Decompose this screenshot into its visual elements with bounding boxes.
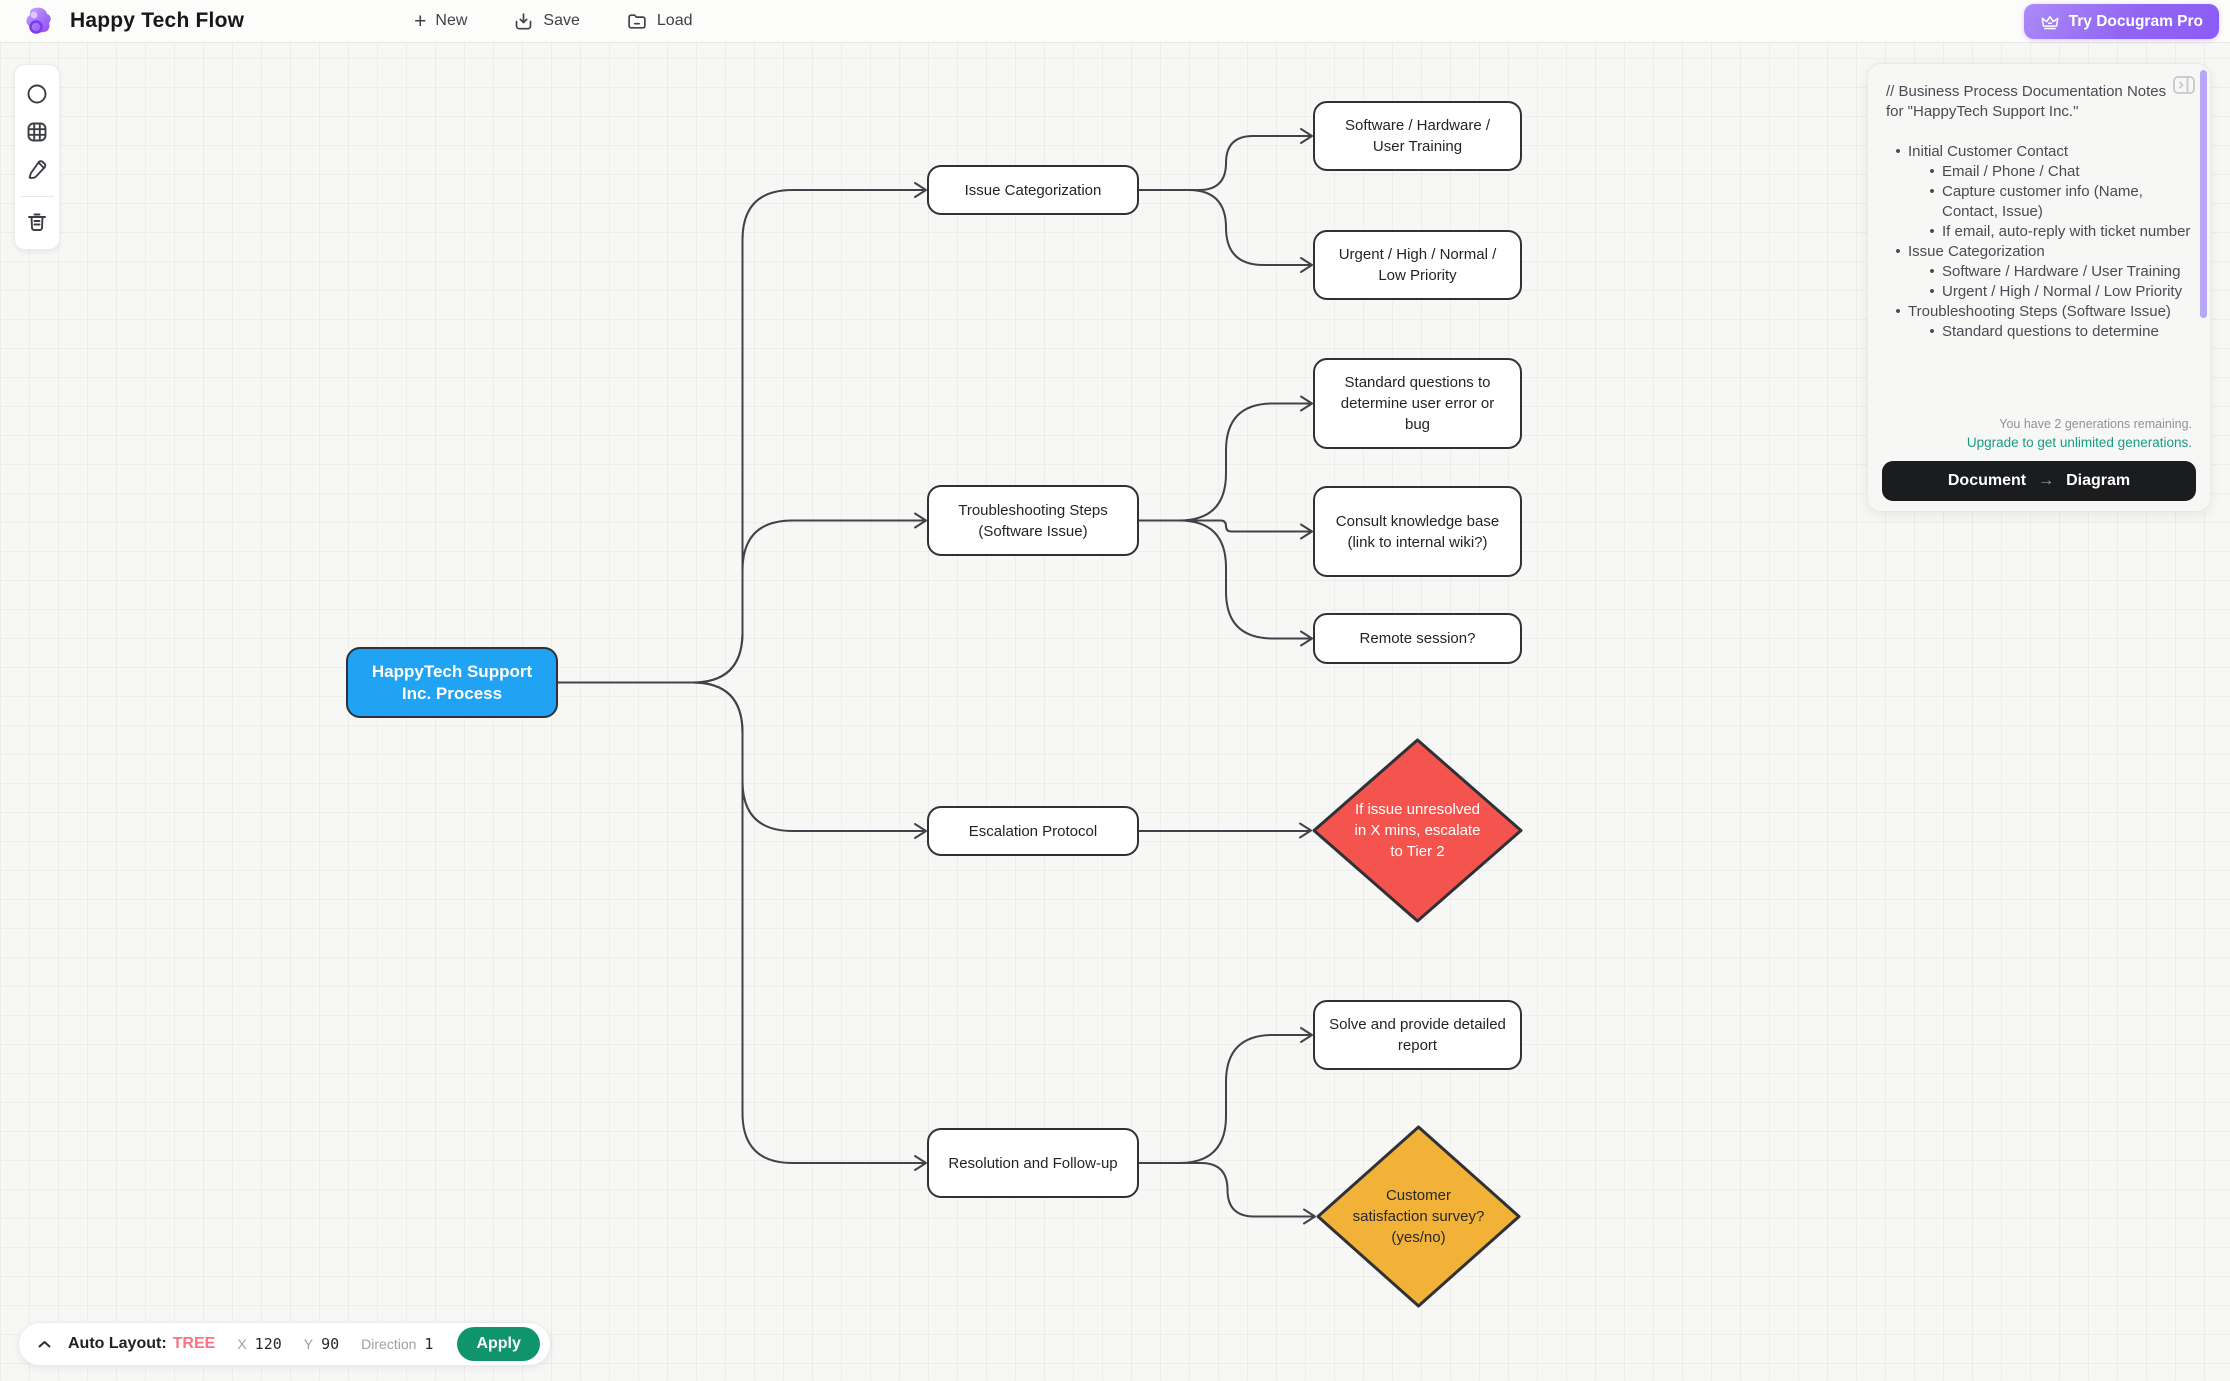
node-standard-questions[interactable]: Standard questions to determine user err… bbox=[1313, 358, 1522, 449]
generations-block: You have 2 generations remaining. Upgrad… bbox=[1882, 391, 2196, 461]
note-bullet: •Urgent / High / Normal / Low Priority bbox=[1929, 283, 2183, 300]
notes-editor[interactable]: // Business Process Documentation Notes … bbox=[1882, 80, 2196, 415]
circle-tool-button[interactable] bbox=[20, 77, 54, 111]
toolbar-divider bbox=[20, 196, 54, 197]
node-consult-knowledge-base[interactable]: Consult knowledge base (link to internal… bbox=[1313, 486, 1522, 577]
note-bullet: •Capture customer info (Name, Contact, I… bbox=[1929, 183, 2143, 220]
crown-icon bbox=[2041, 15, 2059, 29]
note-bullet: •If email, auto-reply with ticket number bbox=[1929, 223, 2191, 240]
app-header: Happy Tech Flow + New Save Load Try Docu… bbox=[0, 0, 2230, 43]
layout-mode-value[interactable]: TREE bbox=[172, 1335, 216, 1352]
note-bullet: •Standard questions to determine bbox=[1929, 323, 2159, 340]
note-bullet: •Software / Hardware / User Training bbox=[1929, 263, 2181, 280]
arrow-right-icon: → bbox=[2038, 472, 2055, 489]
node-escalation-protocol[interactable]: Escalation Protocol bbox=[927, 806, 1139, 856]
delete-tool-button[interactable] bbox=[20, 205, 54, 239]
node-escalate-tier2[interactable]: If issue unresolved in X mins, escalate … bbox=[1312, 738, 1523, 923]
node-priority-levels[interactable]: Urgent / High / Normal / Low Priority bbox=[1313, 230, 1522, 300]
note-bullet: •Initial Customer Contact bbox=[1895, 143, 2069, 160]
document-to-diagram-button[interactable]: Document → Diagram bbox=[1882, 461, 2196, 501]
y-label: Y bbox=[303, 1336, 314, 1352]
grid-icon bbox=[27, 122, 47, 142]
chevron-up-icon bbox=[38, 1340, 51, 1347]
x-spacing-input[interactable]: 120 bbox=[254, 1335, 282, 1353]
save-icon bbox=[516, 12, 532, 30]
try-pro-button[interactable]: Try Docugram Pro bbox=[2023, 4, 2219, 39]
node-issue-categorization[interactable]: Issue Categorization bbox=[927, 165, 1139, 215]
circle-icon bbox=[27, 84, 47, 104]
auto-layout-label: Auto Layout: bbox=[68, 1335, 167, 1352]
panel-scrollbar-thumb[interactable] bbox=[2200, 70, 2207, 318]
save-button[interactable]: Save bbox=[513, 11, 580, 32]
notes-panel: // Business Process Documentation Notes … bbox=[1867, 63, 2211, 512]
load-button[interactable]: Load bbox=[626, 11, 692, 32]
direction-label: Direction bbox=[361, 1336, 417, 1352]
panel-collapse-icon bbox=[2173, 76, 2195, 94]
x-label: X bbox=[237, 1336, 247, 1352]
note-bullet: •Email / Phone / Chat bbox=[1929, 163, 2080, 180]
node-satisfaction-survey[interactable]: Customer satisfaction survey? (yes/no) bbox=[1316, 1125, 1521, 1308]
trash-icon bbox=[28, 213, 46, 231]
collapse-layout-bar-button[interactable] bbox=[35, 1339, 54, 1350]
brush-tool-button[interactable] bbox=[20, 153, 54, 187]
grid-tool-button[interactable] bbox=[20, 115, 54, 149]
upgrade-link[interactable]: Upgrade to get unlimited generations. bbox=[1966, 435, 2192, 450]
shape-toolbar bbox=[14, 64, 60, 250]
y-spacing-input[interactable]: 90 bbox=[321, 1335, 340, 1353]
node-resolution-followup[interactable]: Resolution and Follow-up bbox=[927, 1128, 1139, 1198]
new-button[interactable]: + New bbox=[414, 9, 468, 33]
notes-bullet-list: •Initial Customer Contact •Email / Phone … bbox=[1882, 142, 2196, 342]
app-logo-icon bbox=[26, 7, 51, 34]
brush-icon bbox=[28, 160, 47, 179]
node-software-hardware-training[interactable]: Software / Hardware / User Training bbox=[1313, 101, 1522, 171]
node-remote-session[interactable]: Remote session? bbox=[1313, 613, 1522, 664]
generations-remaining-text: You have 2 generations remaining. bbox=[1999, 417, 2192, 431]
app-title: Happy Tech Flow bbox=[70, 9, 245, 32]
folder-icon bbox=[628, 13, 646, 29]
direction-input[interactable]: 1 bbox=[424, 1335, 434, 1353]
node-solve-report[interactable]: Solve and provide detailed report bbox=[1313, 1000, 1522, 1070]
note-bullet: •Troubleshooting Steps (Software Issue) bbox=[1895, 303, 2171, 320]
auto-layout-bar: Auto Layout: TREE X 120 Y 90 Direction 1… bbox=[18, 1322, 551, 1366]
note-bullet: •Issue Categorization bbox=[1895, 243, 2045, 260]
node-root[interactable]: HappyTech Support Inc. Process bbox=[346, 647, 558, 718]
panel-collapse-button[interactable] bbox=[2171, 73, 2197, 100]
node-troubleshooting-steps[interactable]: Troubleshooting Steps (Software Issue) bbox=[927, 485, 1139, 556]
apply-layout-button[interactable]: Apply bbox=[457, 1327, 540, 1361]
notes-title: // Business Process Documentation Notes … bbox=[1886, 83, 2167, 120]
plus-icon: + bbox=[414, 9, 427, 33]
